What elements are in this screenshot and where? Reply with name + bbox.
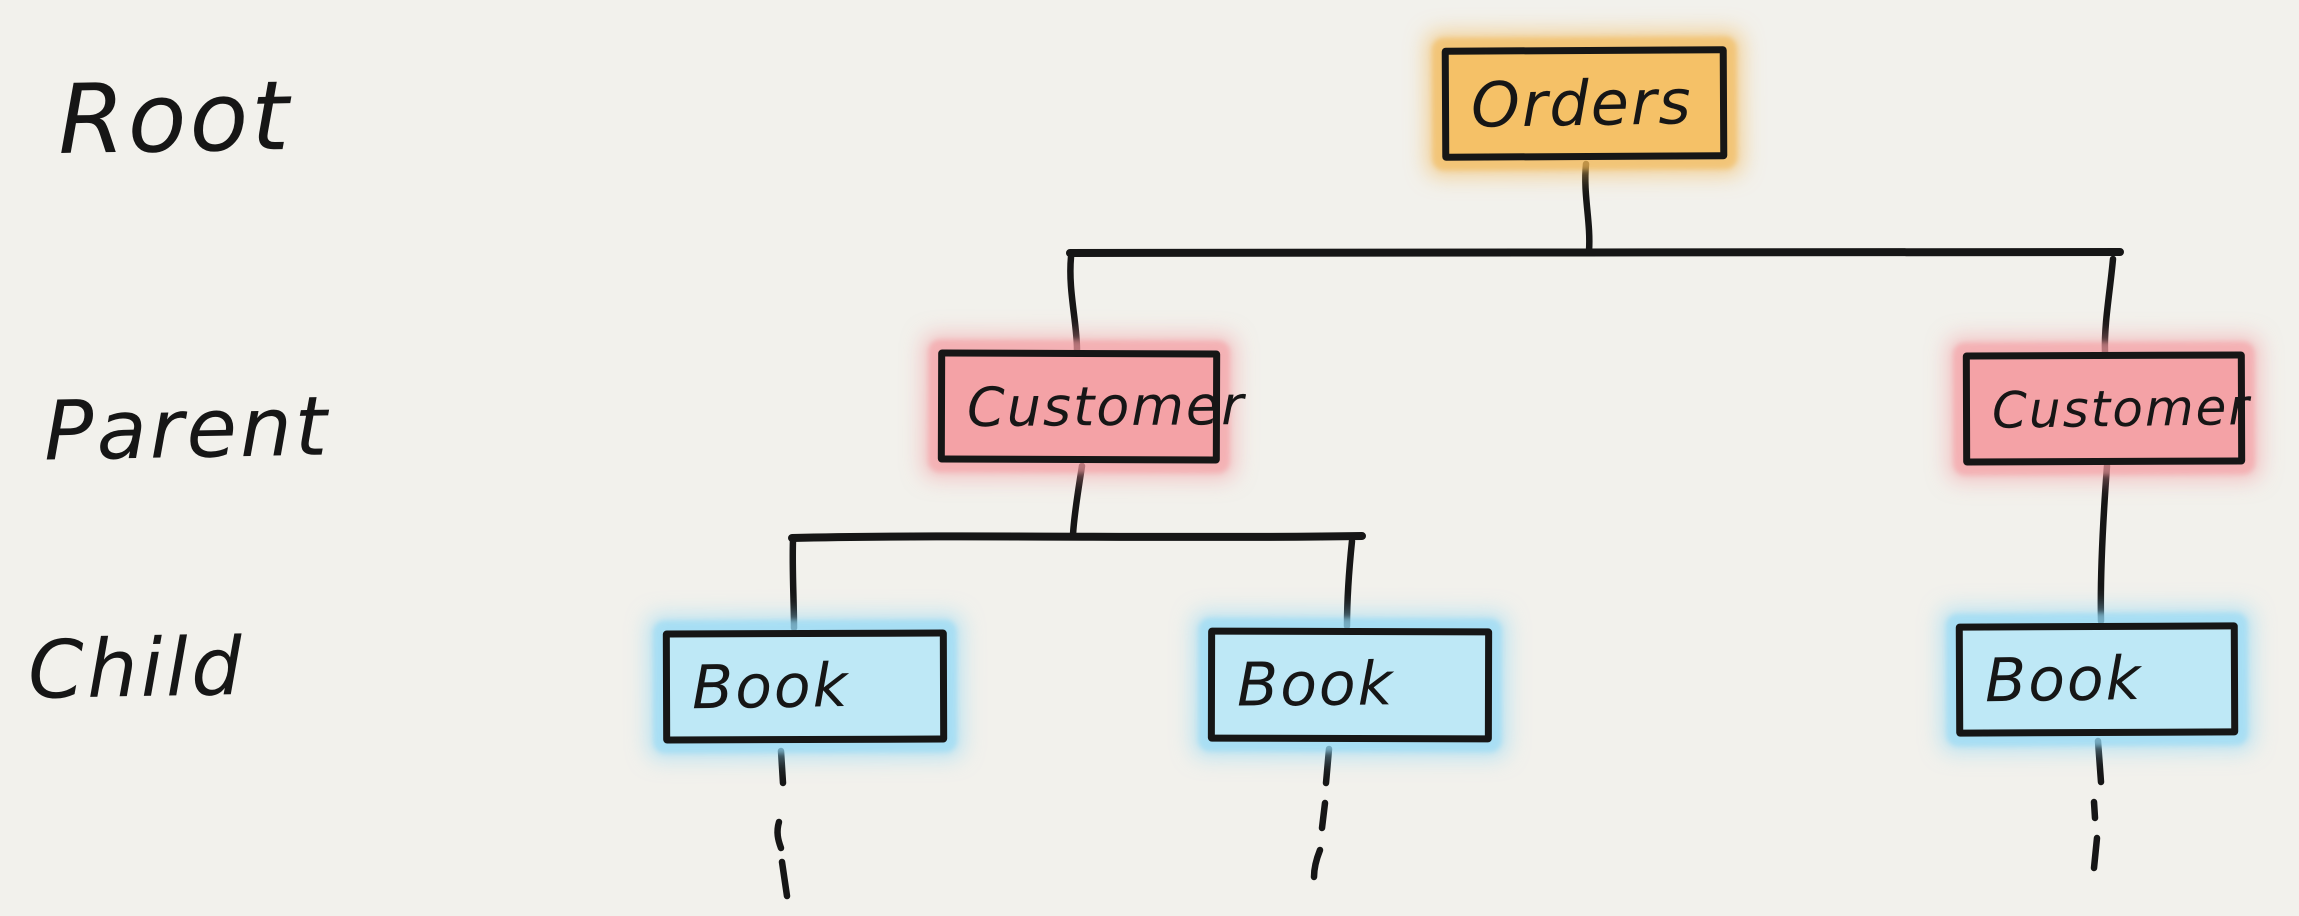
dash-book-middle-3 [1310,846,1324,881]
node-book-middle-label: Book [1236,649,1395,721]
edge-drop-customer-right [2101,255,2117,356]
dash-book-left-1 [777,747,787,787]
dash-book-right-3 [2090,834,2101,872]
edge-level2-bar [788,532,1366,542]
node-book-right-label: Book [1984,643,2143,716]
edge-drop-book-left [789,536,798,632]
dash-book-right-2 [2090,798,2099,822]
dash-book-right-1 [2094,737,2105,786]
node-book-right: Book [1955,622,2239,737]
dash-book-middle-2 [1318,799,1329,832]
node-book-left: Book [662,629,948,744]
node-book-middle: Book [1207,627,1493,743]
edge-customer-right-to-book [2097,462,2111,625]
node-customer-left-label: Customer [966,374,1246,440]
node-orders: Orders [1441,46,1728,161]
dash-book-left-3 [778,858,791,900]
edge-drop-book-middle [1343,537,1356,630]
edge-orders-drop [1582,160,1593,255]
edge-level1-bar [1066,248,2124,257]
node-orders-label: Orders [1470,65,1694,142]
node-customer-right: Customer [1962,351,2251,466]
node-customer-right-label: Customer [1991,377,2252,440]
node-book-left-label: Book [691,650,850,723]
edge-drop-customer-left [1067,253,1081,354]
dash-book-middle-1 [1322,745,1333,787]
node-customer-left: Customer [937,349,1246,464]
edge-customer-left-drop [1069,462,1086,539]
dash-book-left-2 [774,818,785,852]
